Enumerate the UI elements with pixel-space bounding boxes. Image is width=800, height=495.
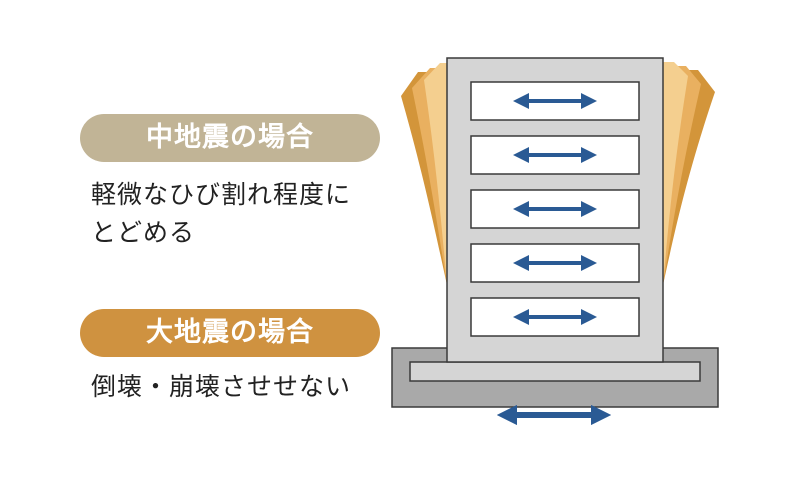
left-sway-layer-inner (424, 63, 447, 285)
right-sway-layer-inner (663, 62, 688, 285)
foundation-inner-slab (409, 361, 701, 382)
medium-quake-label: 中地震の場合 (80, 114, 380, 162)
large-quake-description-line-1: 倒壊・崩壊させせない (91, 372, 352, 401)
medium-quake-description-line-2: とどめる (91, 218, 196, 247)
medium-quake-description-line-1: 軽微なひび割れ程度に (91, 180, 352, 209)
building-floors (470, 81, 640, 337)
medium-quake-description: 軽微なひび割れ程度に とどめる (91, 176, 351, 252)
left-sway-layers (401, 63, 447, 285)
large-quake-description: 倒壊・崩壊させせない (91, 368, 351, 406)
large-quake-label: 大地震の場合 (80, 309, 380, 357)
right-sway-layers (663, 62, 715, 285)
